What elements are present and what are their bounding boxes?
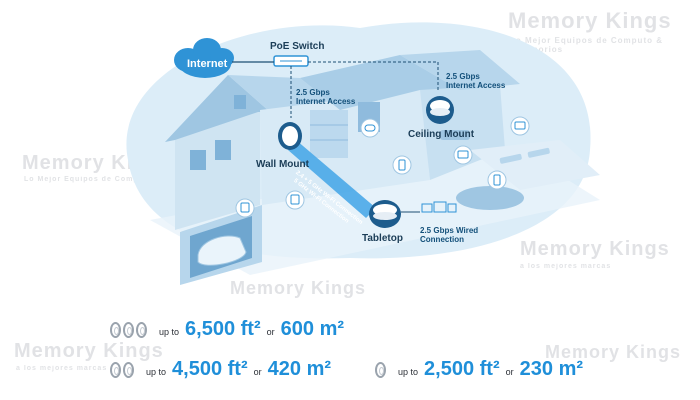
car	[197, 235, 247, 266]
poe-switch-label: PoE Switch	[270, 41, 325, 52]
speed-right-line1: 2.5 Gbps	[446, 72, 480, 81]
link-switch-ceiling	[308, 61, 439, 92]
watermark-tagline-mid-right: a los mejores marcas	[520, 263, 612, 270]
watermark-logo-bottom-right: Memory Kings	[545, 342, 682, 362]
two-units-icon	[110, 361, 134, 378]
coverage-or: or	[253, 367, 262, 377]
house-left-wall	[175, 110, 260, 230]
house-center-roof	[300, 55, 460, 110]
window	[234, 95, 246, 109]
house-right-roof	[400, 50, 520, 90]
wall-mount-ap	[278, 122, 302, 150]
coverage-row-2-units: up to 4,500 ft² or 420 m²	[110, 358, 331, 381]
ceiling-mount-label: Ceiling Mount	[408, 129, 475, 140]
house-left-roof	[165, 75, 270, 142]
device-badge-phone-icon	[392, 155, 412, 175]
watermark-tagline-left: Lo Mejor Equipos de Computo & Accesorios	[24, 176, 212, 183]
sofa	[440, 130, 470, 140]
coverage-prefix: up to	[159, 327, 180, 337]
coverage-row-1-unit: up to 2,500 ft² or 230 m²	[375, 358, 583, 381]
room-shelf	[310, 110, 348, 158]
wired-devices-icon	[421, 201, 457, 213]
coverage-area-m: 420 m²	[267, 358, 332, 380]
coverage-prefix: up to	[146, 367, 167, 377]
patio	[470, 140, 600, 190]
wired-label-line2: Connection	[420, 235, 464, 244]
internet-cloud	[174, 38, 234, 78]
device-badge-camera-icon	[510, 116, 530, 136]
watermark-logo-center: Memory Kings	[230, 278, 367, 298]
coverage-area-m: 230 m²	[519, 358, 584, 380]
device-badge-gamepad-icon	[360, 118, 380, 138]
coverage-area-ft: 6,500 ft²	[185, 318, 261, 340]
coverage-or: or	[505, 367, 514, 377]
window	[190, 150, 206, 170]
window	[215, 140, 231, 160]
tabletop-ap	[369, 200, 401, 228]
tabletop-label: Tabletop	[362, 233, 403, 244]
three-units-icon	[110, 321, 147, 338]
coverage-prefix: up to	[398, 367, 419, 377]
ceiling-mount-ap	[426, 96, 454, 124]
house-left-roof-side	[228, 75, 340, 112]
watermark-logo-mid-right: Memory Kings	[520, 238, 670, 260]
speed-left-line2: Internet Access	[296, 97, 356, 106]
coverage-row-3-units: up to 6,500 ft² or 600 m²	[110, 318, 344, 341]
device-badge-laptop-right-icon	[453, 145, 473, 165]
speed-left-line1: 2.5 Gbps	[296, 88, 330, 97]
watermark-tagline-bottom-left: a los mejores marcas	[16, 365, 108, 372]
wall-mount-label: Wall Mount	[256, 159, 309, 170]
pool	[456, 186, 524, 210]
coverage-area-ft: 2,500 ft²	[424, 358, 500, 380]
coverage-area-ft: 4,500 ft²	[172, 358, 248, 380]
watermark-logo-top-right: Memory Kings	[508, 8, 672, 33]
speed-right-line2: Internet Access	[446, 81, 506, 90]
coverage-or: or	[266, 327, 275, 337]
device-badge-laptop-icon	[235, 198, 255, 218]
watermark-logo-bottom-left: Memory Kings	[14, 340, 164, 362]
coverage-area-m: 600 m²	[280, 318, 345, 340]
one-unit-icon	[375, 361, 386, 378]
device-badge-tablet-icon	[285, 190, 305, 210]
lounge-chair	[499, 153, 522, 164]
internet-label: Internet	[187, 58, 228, 70]
device-badge-phone-right-icon	[487, 170, 507, 190]
wifi-beam	[288, 140, 376, 218]
lounge-chair	[527, 147, 550, 158]
wired-label-line1: 2.5 Gbps Wired	[420, 226, 479, 235]
